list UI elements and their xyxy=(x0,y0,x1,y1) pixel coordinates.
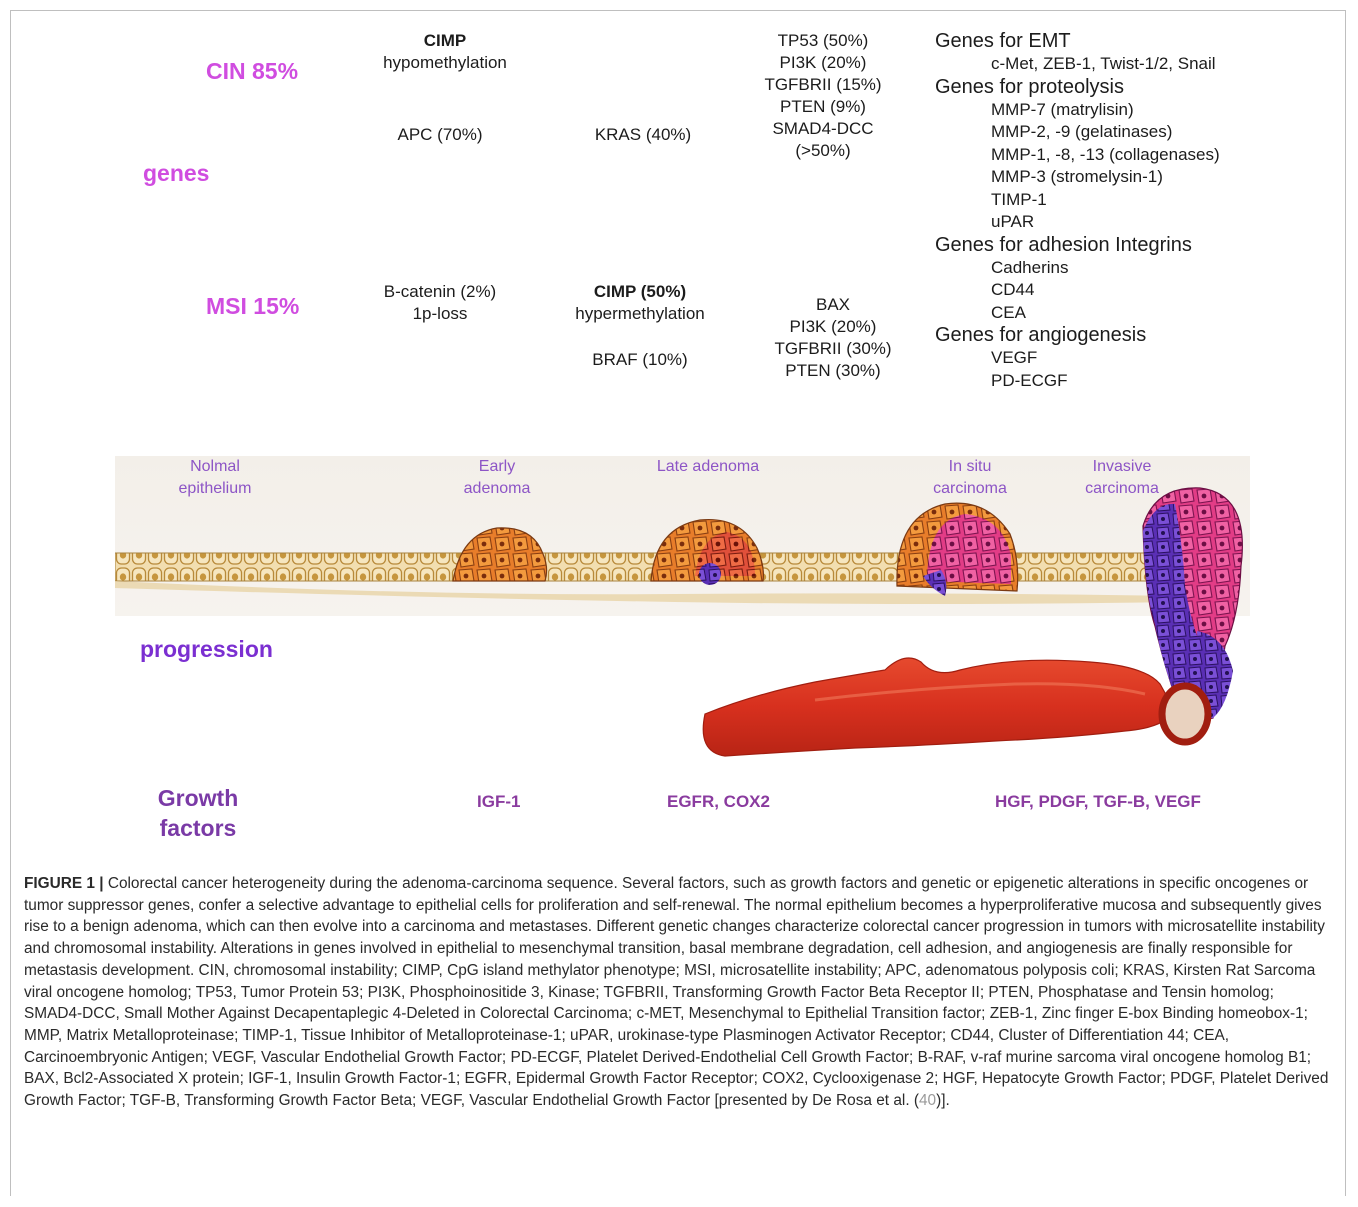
bcat-gene: B-catenin (2%) xyxy=(350,281,530,303)
gene-group-item: CEA xyxy=(935,302,1335,325)
msi-late-gene: TGFBRII (30%) xyxy=(743,338,923,360)
1p-loss: 1p-loss xyxy=(350,303,530,325)
gene-group-item: MMP-3 (stromelysin-1) xyxy=(935,166,1335,189)
msi-label: MSI 15% xyxy=(206,293,299,320)
gene-group-item: VEGF xyxy=(935,347,1335,370)
gene-group-heading: Genes for adhesion Integrins xyxy=(935,234,1335,257)
gene-group-item: MMP-7 (matrylisin) xyxy=(935,99,1335,122)
gene-group-item: CD44 xyxy=(935,279,1335,302)
cin-late-gene: PI3K (20%) xyxy=(733,52,913,74)
gene-group-heading: Genes for angiogenesis xyxy=(935,324,1335,347)
growth-factor-hgf: HGF, PDGF, TGF-B, VEGF xyxy=(995,792,1201,812)
msi-late-genes: BAX PI3K (20%) TGFBRII (30%) PTEN (30%) xyxy=(743,294,923,382)
late-adenoma-blue-cells xyxy=(699,563,721,585)
stage-invasive-carcinoma: Invasive carcinoma xyxy=(1057,456,1187,500)
reference-link[interactable]: 40 xyxy=(919,1092,936,1109)
gene-group-item: MMP-1, -8, -13 (collagenases) xyxy=(935,144,1335,167)
msi-late-gene: PTEN (30%) xyxy=(743,360,923,382)
gene-group-item: uPAR xyxy=(935,211,1335,234)
cin-cimp-block: CIMP hypomethylation xyxy=(355,30,535,74)
caption-text: Colorectal cancer heterogeneity during t… xyxy=(24,875,1328,1109)
cin-label: CIN 85% xyxy=(206,58,298,85)
gene-group-item: c-Met, ZEB-1, Twist-1/2, Snail xyxy=(935,53,1335,76)
figure-caption: FIGURE 1 | Colorectal cancer heterogenei… xyxy=(24,873,1336,1112)
growth-factors-line: factors xyxy=(143,813,253,843)
msi-late-gene: BAX xyxy=(743,294,923,316)
cin-cimp-title: CIMP xyxy=(355,30,535,52)
msi-cimp-title: CIMP (50%) xyxy=(550,281,730,303)
stage-line: Invasive xyxy=(1057,456,1187,478)
cin-late-gene: TGFBRII (15%) xyxy=(733,74,913,96)
gene-group-item: MMP-2, -9 (gelatinases) xyxy=(935,121,1335,144)
growth-factor-egfr: EGFR, COX2 xyxy=(667,792,770,812)
bcat-block: B-catenin (2%) 1p-loss xyxy=(350,281,530,325)
stage-early-adenoma: Early adenoma xyxy=(432,456,562,500)
cin-late-gene: SMAD4-DCC xyxy=(733,118,913,140)
progression-label: progression xyxy=(140,636,273,663)
stage-normal-epithelium: Nolmal epithelium xyxy=(150,456,280,500)
msi-late-gene: PI3K (20%) xyxy=(743,316,923,338)
cin-late-genes: TP53 (50%) PI3K (20%) TGFBRII (15%) PTEN… xyxy=(733,30,913,162)
right-gene-list: Genes for EMT c-Met, ZEB-1, Twist-1/2, S… xyxy=(935,30,1335,392)
stage-line: Early xyxy=(432,456,562,478)
genes-label: genes xyxy=(143,160,209,187)
cin-late-gene: TP53 (50%) xyxy=(733,30,913,52)
stage-line: epithelium xyxy=(150,478,280,500)
gene-group-heading: Genes for EMT xyxy=(935,30,1335,53)
gene-group-item: TIMP-1 xyxy=(935,189,1335,212)
cin-late-gene: PTEN (9%) xyxy=(733,96,913,118)
msi-cimp-block: CIMP (50%) hypermethylation xyxy=(550,281,730,325)
gene-group-item: Cadherins xyxy=(935,257,1335,280)
caption-tail: )]. xyxy=(936,1092,950,1109)
gene-group-heading: Genes for proteolysis xyxy=(935,76,1335,99)
cin-late-gene: (>50%) xyxy=(733,140,913,162)
stage-line: carcinoma xyxy=(1057,478,1187,500)
figure-number: FIGURE 1 | xyxy=(24,875,104,892)
msi-cimp-sub: hypermethylation xyxy=(550,303,730,325)
stage-late-adenoma: Late adenoma xyxy=(628,456,788,478)
stage-line: Nolmal xyxy=(150,456,280,478)
progression-illustration xyxy=(115,456,1250,824)
braf-gene: BRAF (10%) xyxy=(550,349,730,371)
stage-line: adenoma xyxy=(432,478,562,500)
growth-factors-line: Growth xyxy=(143,783,253,813)
cin-cimp-sub: hypomethylation xyxy=(355,52,535,74)
stage-line: In situ xyxy=(905,456,1035,478)
stage-line: carcinoma xyxy=(905,478,1035,500)
growth-factor-igf: IGF-1 xyxy=(477,792,520,812)
vessel-lumen xyxy=(1162,686,1208,742)
kras-gene: KRAS (40%) xyxy=(553,124,733,146)
growth-factors-label: Growth factors xyxy=(143,783,253,843)
gene-group-item: PD-ECGF xyxy=(935,370,1335,393)
apc-gene: APC (70%) xyxy=(350,124,530,146)
stage-insitu-carcinoma: In situ carcinoma xyxy=(905,456,1035,500)
